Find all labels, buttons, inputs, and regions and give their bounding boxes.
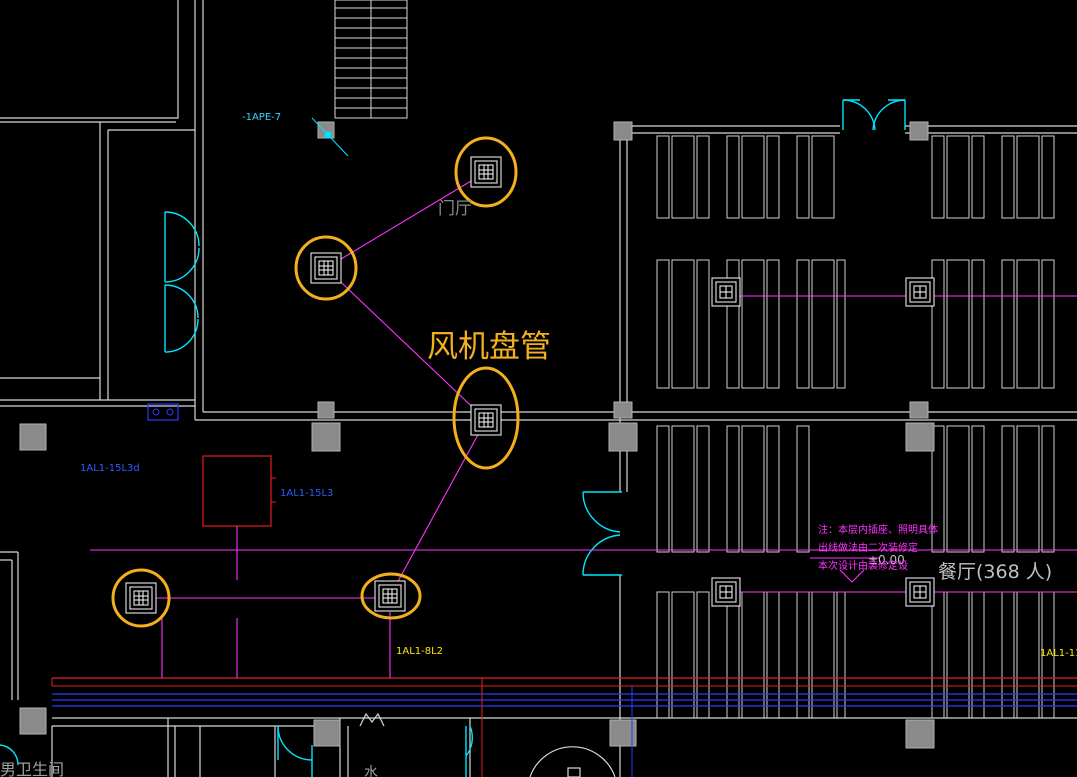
fan-coil-unit[interactable] xyxy=(125,582,157,614)
fan-coil-unit[interactable] xyxy=(470,404,502,436)
ape-marker xyxy=(311,117,349,157)
restaurant-seating xyxy=(656,135,1055,719)
fan-coil-unit[interactable] xyxy=(905,577,935,607)
note-line-2: 出线做法由二次装修定 xyxy=(818,541,918,554)
room-label-restroom: 男卫生间 xyxy=(0,760,64,777)
doors xyxy=(0,99,906,777)
structural-columns xyxy=(19,121,935,749)
fan-coil-unit[interactable] xyxy=(310,252,342,284)
label-1al1-15l3d: 1AL1-15L3d xyxy=(80,463,140,474)
room-label-water: 水 xyxy=(364,765,378,777)
fan-coil-unit[interactable] xyxy=(905,277,935,307)
highlight-circles xyxy=(111,136,520,628)
fan-coil-title: 风机盘管 xyxy=(427,329,551,365)
fan-coil-unit[interactable] xyxy=(374,580,406,612)
label-1al1-11l: 1AL1-11L xyxy=(1040,648,1077,659)
fan-coil-unit[interactable] xyxy=(711,577,741,607)
note-line-3: 本次设计由装修定设 xyxy=(818,559,908,572)
label-1al1-8l2: 1AL1-8L2 xyxy=(396,646,443,657)
label-1ape-7: -1APE-7 xyxy=(242,112,281,123)
level-mark: ±0.00 xyxy=(868,553,905,567)
room-label-lobby: 门厅 xyxy=(438,199,472,219)
stair-treads xyxy=(334,0,408,119)
fan-coil-unit[interactable] xyxy=(711,277,741,307)
fan-coil-unit[interactable] xyxy=(470,156,502,188)
electrical-lines xyxy=(51,403,1077,777)
room-label-restaurant: 餐厅(368 人) xyxy=(938,561,1052,583)
label-1al1-15l3: 1AL1-15L3 xyxy=(280,488,333,499)
fan-coil-units xyxy=(125,156,935,614)
note-line-1: 注：本层内插座、照明具体 xyxy=(818,523,938,536)
